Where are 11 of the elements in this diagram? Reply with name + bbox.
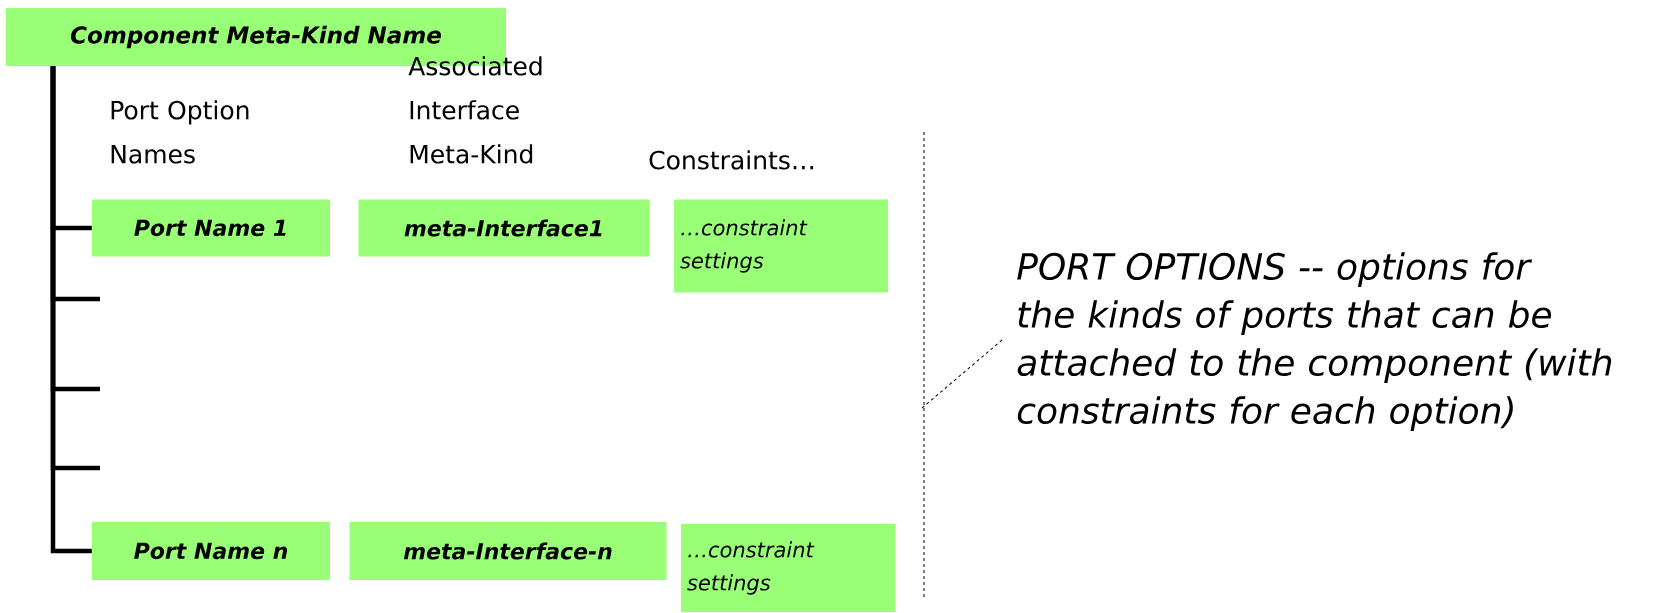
column-header: Port Option Names (111, 100, 249, 164)
port-name-box: Port Name 1 (92, 199, 330, 257)
constraint-box: …constraint settings (674, 199, 888, 293)
tree-line (50, 66, 92, 554)
leader-line (921, 339, 1003, 409)
constraint-box: …constraint settings (681, 524, 895, 612)
interface-box: meta-Interface1 (358, 199, 650, 257)
interface-box: meta-Interface-n (349, 522, 667, 580)
port-name-box: Port Name n (92, 522, 330, 580)
column-header: Constraints… (649, 150, 813, 170)
note-text: PORT OPTIONS -- options for the kinds of ports that can be attached to the component (with constraints for each option) (1017, 252, 1612, 432)
